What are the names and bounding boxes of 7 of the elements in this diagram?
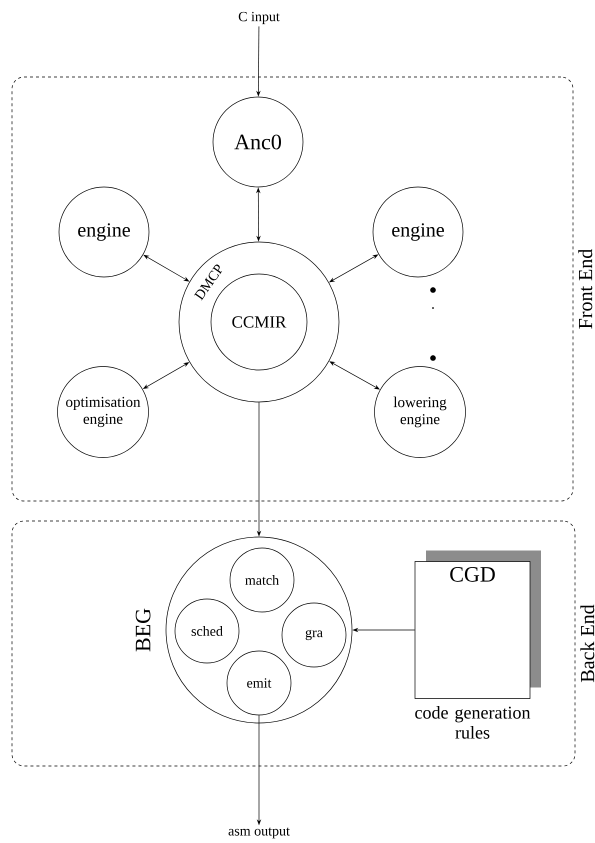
input-label: C input — [238, 12, 280, 24]
document-box: CGD — [414, 550, 541, 699]
section-label: Front End — [578, 248, 592, 329]
ring-label: BEG — [136, 608, 150, 652]
section-label: Back End — [580, 604, 594, 682]
caption-text: code generation rules — [415, 706, 530, 739]
output-label: asm output — [228, 828, 290, 838]
